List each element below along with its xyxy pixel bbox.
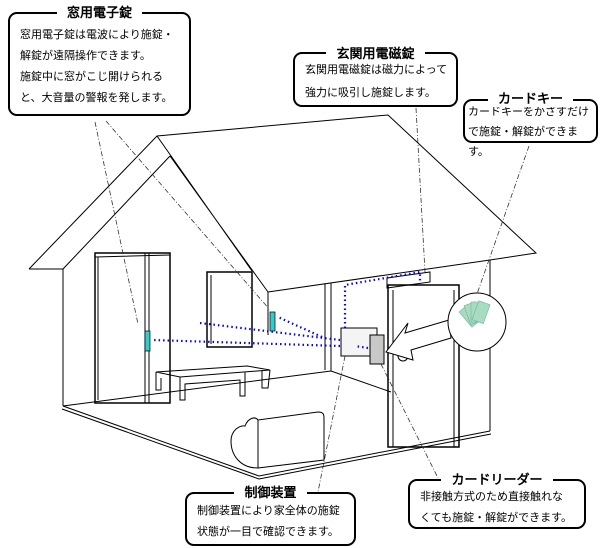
callout-card-reader: カードリーダー 非接触方式のため直接触れな くても施錠・解錠ができます。 (408, 473, 586, 529)
callout-line: 強力に吸引し施錠します。 (305, 86, 436, 99)
callout-line: 状態が一目で確認できます。 (197, 525, 339, 538)
middle-window (206, 271, 253, 348)
table (155, 365, 271, 401)
callout-line: 窓用電子錠は電波により施錠・ (20, 28, 174, 41)
signal-to-middle-window (277, 315, 323, 339)
callout-title: 玄関用電磁錠 (326, 47, 425, 62)
callout-line: くても施錠・解錠ができます。 (420, 511, 573, 524)
back-wall (267, 259, 491, 371)
left-window (94, 252, 171, 404)
callout-line: 玄関用電磁錠は磁力によって (305, 63, 448, 76)
entrance-door (387, 284, 460, 448)
signal-to-entrance-lock (343, 270, 422, 328)
card-reader (369, 334, 385, 365)
callout-title: カードキー (487, 92, 573, 107)
callout-line: 制御装置により家全体の施錠 (197, 504, 340, 517)
callout-line: 施錠中に窓がこじ開けられる (20, 70, 163, 83)
callout-card-key: カードキー カードキーをかざすだけ で施錠・解錠ができます。 (463, 92, 598, 158)
insert-arrow (385, 319, 452, 361)
signal-to-left-window (151, 338, 341, 348)
callout-line: 解錠が遠隔操作できます。 (20, 49, 151, 62)
roof (28, 114, 538, 293)
callout-title: 窓用電子錠 (56, 6, 142, 21)
sofa (230, 411, 325, 469)
callout-title: カードリーダー (441, 473, 553, 488)
callout-line: で施錠・解錠ができます。 (468, 125, 578, 158)
callout-line: 非接触方式のため直接触れな (420, 490, 563, 503)
callout-title: 制御装置 (234, 486, 307, 501)
callout-line: カードキーをかざすだけ (468, 105, 589, 118)
callout-window-lock: 窓用電子錠 窓用電子錠は電波により施錠・ 解錠が遠隔操作できます。 施錠中に窓が… (8, 6, 191, 116)
window-lock-left (144, 330, 151, 352)
window-lock-middle (269, 311, 276, 332)
callout-line: と、大音量の警報を発します。 (20, 91, 173, 104)
callout-controller: 制御装置 制御装置により家全体の施錠 状態が一目で確認できます。 (185, 486, 356, 546)
card-key-icon (458, 300, 491, 328)
floor (61, 370, 492, 480)
callout-entrance-lock: 玄関用電磁錠 玄関用電磁錠は磁力によって 強力に吸引し施錠します。 (293, 47, 458, 107)
